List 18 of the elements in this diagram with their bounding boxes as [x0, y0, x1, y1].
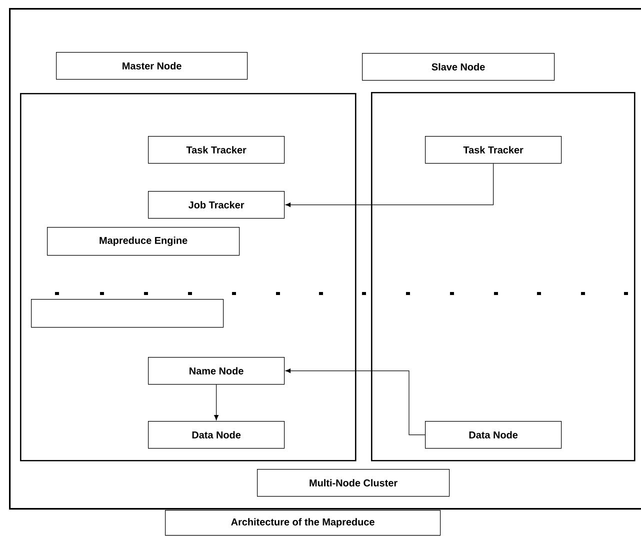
panel	[371, 92, 636, 462]
label-box: Task Tracker	[148, 136, 285, 164]
label-box: Mapreduce Engine	[47, 227, 240, 256]
empty-box	[31, 299, 224, 328]
caption-box: Architecture of the Mapreduce	[165, 510, 441, 536]
label-box: Master Node	[56, 52, 248, 80]
label-box: Task Tracker	[425, 136, 562, 164]
arrow	[214, 384, 219, 420]
panel	[20, 93, 356, 462]
label-box: Slave Node	[362, 53, 555, 81]
label-box: Job Tracker	[148, 191, 285, 219]
arrow	[285, 163, 494, 208]
label-box: Data Node	[425, 421, 562, 449]
label-box: Name Node	[148, 357, 285, 385]
cluster-box: Multi-Node Cluster	[257, 469, 450, 497]
arrow	[285, 368, 426, 436]
frame	[9, 8, 641, 510]
label-box: Data Node	[148, 421, 285, 449]
